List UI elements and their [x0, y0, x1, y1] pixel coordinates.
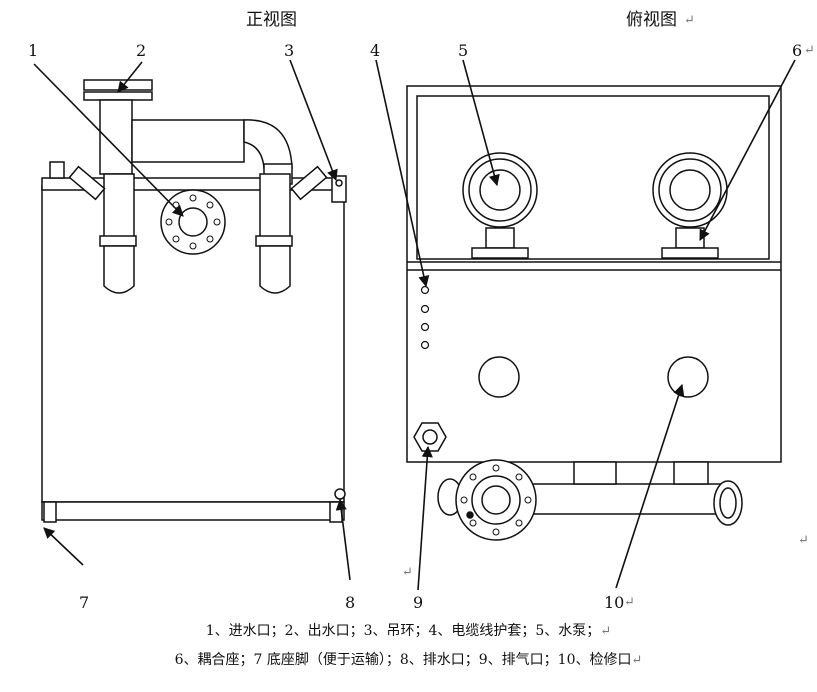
front-right-check-valve: [290, 165, 328, 201]
leader-8: [335, 498, 351, 581]
leader-3: [289, 59, 338, 182]
front-view-title: 正视图: [246, 10, 297, 30]
callout-5: 5: [458, 41, 469, 60]
callout-8: 8: [345, 593, 356, 612]
leader-10: [615, 383, 685, 589]
return-mark: ↵: [402, 565, 413, 580]
front-discharge-elbow: [243, 119, 293, 169]
return-mark: ↵: [798, 533, 809, 548]
top-manhole-right: [667, 356, 709, 398]
top-inlet-bolt-holes: [460, 464, 532, 536]
legend-line-1: 1、进水口；2、出水口；3、吊环；4、电缆线护套；5、水泵；↵: [0, 622, 817, 640]
front-right-pump-column: [259, 173, 291, 241]
front-lifting-eye: [335, 179, 343, 187]
return-mark: ↵: [624, 595, 635, 610]
top-inlet-bore: [481, 485, 511, 515]
top-cable-glands: [420, 285, 430, 350]
front-right-pump-body: [259, 245, 291, 294]
top-coupling-right-base: [661, 247, 719, 259]
front-drain-port: [334, 488, 346, 500]
leader-9: [417, 445, 433, 591]
front-left-pump-coupling: [99, 235, 137, 247]
callout-7: 7: [79, 593, 90, 612]
front-cable-gland: [49, 161, 65, 179]
leader-1: [33, 63, 184, 217]
front-outlet-flange-bottom: [83, 91, 153, 101]
top-coupling-left: [485, 227, 515, 249]
leader-lines: [33, 59, 796, 591]
top-coupling-right: [675, 227, 705, 249]
top-inlet-marker-dot: [466, 511, 474, 519]
legend-text-1: 1、进水口；2、出水口；3、吊环；4、电缆线护套；5、水泵；: [205, 623, 601, 639]
callout-4: 4: [370, 41, 381, 60]
front-inlet-bore: [178, 207, 208, 237]
front-base-plate: [41, 501, 345, 521]
leader-7: [43, 527, 84, 566]
callout-6: 6: [792, 41, 803, 60]
top-manhole-left: [478, 356, 520, 398]
front-left-check-valve: [68, 165, 106, 201]
front-right-pump-coupling: [255, 235, 293, 247]
return-mark: ↵: [631, 653, 643, 668]
callout-2: 2: [136, 41, 147, 60]
leader-6: [699, 59, 796, 241]
top-coupling-left-base: [471, 247, 529, 259]
top-discharge-stub-1: [573, 461, 617, 485]
front-discharge-pipe-h: [131, 119, 245, 163]
legend-text-2: 6、耦合座；7 底座脚（便于运输）；8、排水口；9、排气口；10、检修口: [174, 652, 632, 668]
leader-4: [375, 59, 430, 288]
callout-10: 10: [604, 593, 625, 612]
top-pump-left-inner: [479, 169, 521, 211]
return-mark: ↵: [684, 13, 695, 28]
return-mark: ↵: [600, 624, 612, 639]
leader-5: [462, 59, 500, 187]
front-left-pump-body: [103, 245, 135, 294]
top-pump-right-inner: [669, 169, 711, 211]
callout-3: 3: [284, 41, 295, 60]
top-discharge-pipe: [519, 483, 721, 515]
front-foot-left: [43, 501, 57, 523]
top-view-title: 俯视图: [626, 10, 677, 30]
callout-1: 1: [28, 41, 39, 60]
callout-9: 9: [413, 593, 424, 612]
front-outlet-flange-top: [83, 79, 153, 91]
top-discharge-end-inner: [719, 487, 737, 519]
return-mark: ↵: [804, 43, 815, 58]
top-discharge-stub-2: [673, 461, 709, 485]
top-vent-bore: [422, 429, 438, 445]
leader-2: [117, 61, 143, 93]
front-left-pump-column: [103, 173, 135, 241]
top-view-drawing: [406, 85, 782, 541]
legend-line-2: 6、耦合座；7 底座脚（便于运输）；8、排水口；9、排气口；10、检修口↵: [0, 651, 817, 669]
front-view-drawing: [41, 79, 347, 523]
